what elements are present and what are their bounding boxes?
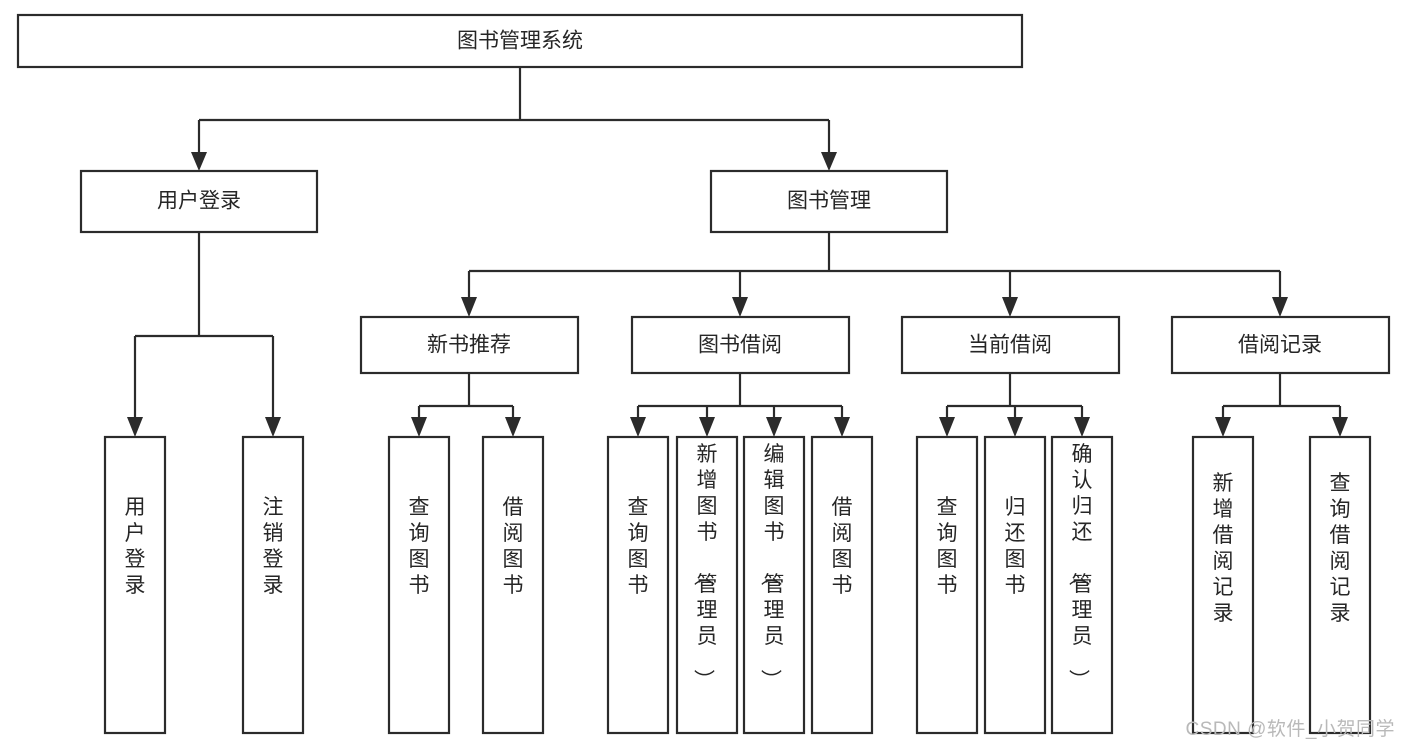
node-current-borrow-label: 当前借阅: [968, 334, 1052, 357]
leaf-add-book-box[interactable]: [675, 435, 739, 735]
arrowhead-leaf-query-borrow-record: [1332, 417, 1348, 437]
arrowhead-book-borrow: [732, 297, 748, 317]
node-new-book-recommend[interactable]: 新书推荐: [359, 315, 580, 375]
arrowhead-leaf-query-book-1: [411, 417, 427, 437]
leaf-query-book-1-label: 查询图书: [409, 496, 430, 597]
arrowhead-book-management: [821, 152, 837, 171]
leaf-query-book-3[interactable]: 查询图书: [915, 435, 979, 735]
arrowhead-new-book-recommend: [461, 297, 477, 317]
leaf-query-book-1[interactable]: 查询图书: [387, 435, 451, 735]
arrowhead-leaf-query-book-3: [939, 417, 955, 437]
node-borrow-record-label: 借阅记录: [1238, 334, 1322, 357]
node-root-label: 图书管理系统: [457, 30, 583, 53]
node-book-borrow-box[interactable]: [630, 315, 851, 375]
node-new-book-recommend-label: 新书推荐: [427, 334, 511, 357]
leaf-borrow-book-2[interactable]: 借阅图书: [810, 435, 874, 735]
arrowhead-current-borrow: [1002, 297, 1018, 317]
node-root-box[interactable]: [16, 13, 1024, 69]
node-current-borrow-box[interactable]: [900, 315, 1121, 375]
leaf-query-book-2[interactable]: 查询图书: [606, 435, 670, 735]
node-book-borrow[interactable]: 图书借阅: [630, 315, 851, 375]
arrowhead-leaf-add-book: [699, 417, 715, 437]
connector-group: [127, 67, 1348, 437]
node-book-borrow-label: 图书借阅: [698, 334, 782, 357]
leaf-borrow-book-1-box[interactable]: [481, 435, 545, 735]
arrowhead-leaf-query-book-2: [630, 417, 646, 437]
node-borrow-record-box[interactable]: [1170, 315, 1391, 375]
arrowhead-leaf-user-login: [127, 417, 143, 437]
leaf-return-book-box[interactable]: [983, 435, 1047, 735]
leaf-user-logout-label: 注销登录: [263, 496, 284, 597]
leaf-add-book-label: 新增图书（管理员）: [692, 443, 718, 690]
node-user-login-label: 用户登录: [157, 190, 241, 213]
leaf-user-logout-box[interactable]: [241, 435, 305, 735]
leaf-query-book-2-box[interactable]: [606, 435, 670, 735]
leaf-user-login-box[interactable]: [103, 435, 167, 735]
node-user-login-box[interactable]: [79, 169, 319, 234]
leaf-add-borrow-record-box[interactable]: [1191, 435, 1255, 735]
arrowhead-leaf-user-logout: [265, 417, 281, 437]
arrowhead-leaf-confirm-return: [1074, 417, 1090, 437]
node-borrow-record[interactable]: 借阅记录: [1170, 315, 1391, 375]
leaf-confirm-return-label: 确认归还（管理员）: [1067, 443, 1093, 690]
node-root[interactable]: 图书管理系统: [16, 13, 1024, 69]
leaf-edit-book[interactable]: 编辑图书（管理员）: [742, 435, 806, 735]
arrowhead-leaf-borrow-book-2: [834, 417, 850, 437]
node-user-login[interactable]: 用户登录: [79, 169, 319, 234]
arrowhead-leaf-borrow-book-1: [505, 417, 521, 437]
leaf-confirm-return-box[interactable]: [1050, 435, 1114, 735]
leaf-return-book[interactable]: 归还图书: [983, 435, 1047, 735]
leaf-return-book-label: 归还图书: [1005, 496, 1026, 597]
leaf-add-book[interactable]: 新增图书（管理员）: [675, 435, 739, 735]
leaf-query-book-3-box[interactable]: [915, 435, 979, 735]
node-new-book-recommend-box[interactable]: [359, 315, 580, 375]
node-current-borrow[interactable]: 当前借阅: [900, 315, 1121, 375]
leaf-add-borrow-record-label: 新增借阅记录: [1213, 472, 1234, 625]
arrowhead-leaf-return-book: [1007, 417, 1023, 437]
leaf-query-book-2-label: 查询图书: [628, 496, 649, 597]
leaf-user-login-label: 用户登录: [125, 496, 146, 597]
leaf-query-book-1-box[interactable]: [387, 435, 451, 735]
leaf-borrow-book-1-label: 借阅图书: [503, 496, 524, 597]
arrowhead-leaf-edit-book: [766, 417, 782, 437]
node-book-management-label: 图书管理: [787, 190, 871, 213]
leaf-query-borrow-record-box[interactable]: [1308, 435, 1372, 735]
leaf-confirm-return[interactable]: 确认归还（管理员）: [1050, 435, 1114, 735]
node-book-management[interactable]: 图书管理: [709, 169, 949, 234]
leaf-query-borrow-record[interactable]: 查询借阅记录: [1308, 435, 1372, 735]
leaf-edit-book-box[interactable]: [742, 435, 806, 735]
leaf-query-borrow-record-label: 查询借阅记录: [1330, 472, 1351, 625]
leaf-add-borrow-record[interactable]: 新增借阅记录: [1191, 435, 1255, 735]
arrowhead-user-login: [191, 152, 207, 171]
leaf-user-logout[interactable]: 注销登录: [241, 435, 305, 735]
leaf-edit-book-label: 编辑图书（管理员）: [759, 443, 785, 690]
node-book-management-box[interactable]: [709, 169, 949, 234]
arrowhead-leaf-add-borrow-record: [1215, 417, 1231, 437]
arrowhead-borrow-record: [1272, 297, 1288, 317]
csdn-watermark: CSDN @软件_小贺同学: [1185, 719, 1395, 740]
leaf-query-book-3-label: 查询图书: [937, 496, 958, 597]
leaf-borrow-book-2-label: 借阅图书: [832, 496, 853, 597]
leaf-user-login[interactable]: 用户登录: [103, 435, 167, 735]
leaf-borrow-book-2-box[interactable]: [810, 435, 874, 735]
leaf-borrow-book-1[interactable]: 借阅图书: [481, 435, 545, 735]
